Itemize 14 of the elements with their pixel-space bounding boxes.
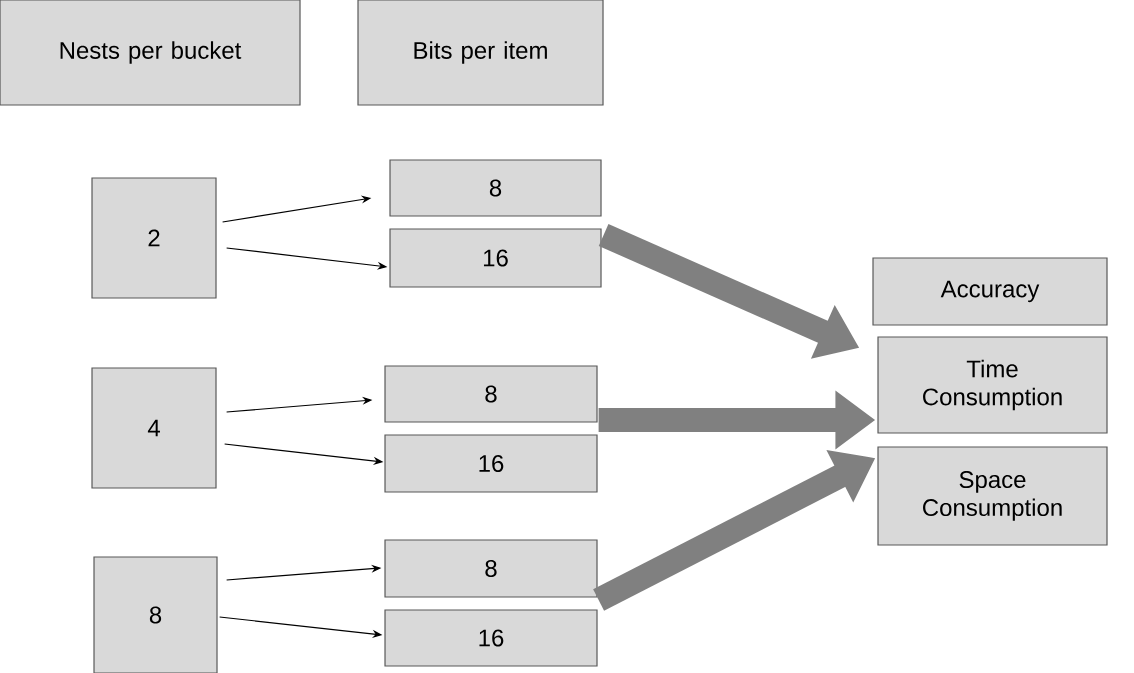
box: Accuracy	[872, 257, 1108, 326]
box: Nests per bucket	[0, 0, 301, 106]
box: 16	[384, 609, 598, 667]
box: 4	[91, 367, 217, 489]
box: 8	[389, 159, 602, 217]
box: 8	[384, 539, 598, 598]
box: 8	[93, 556, 218, 673]
box: 16	[384, 434, 598, 493]
box: Space Consumption	[877, 446, 1108, 546]
box: 2	[91, 177, 217, 299]
box: 8	[384, 365, 598, 423]
box: Bits per item	[357, 0, 604, 106]
box: Time Consumption	[877, 336, 1108, 434]
box: 16	[389, 228, 602, 288]
